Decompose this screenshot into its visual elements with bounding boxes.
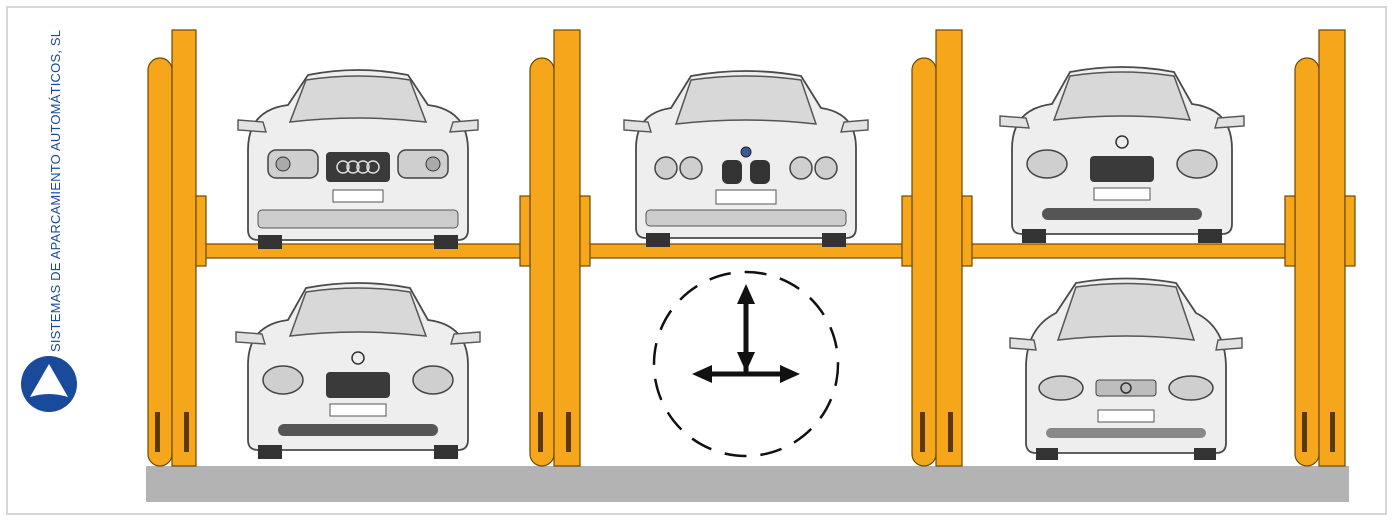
floor-slab <box>146 466 1349 502</box>
car-bmw-front <box>624 71 868 247</box>
platform-bay-3 <box>968 244 1296 258</box>
platform-bay-2 <box>587 244 913 258</box>
move-arrows-icon <box>654 272 838 456</box>
upper-platforms <box>205 244 1296 258</box>
car-mercedes-c-front-lower <box>236 283 480 459</box>
column-4 <box>1285 30 1355 466</box>
column-1 <box>148 30 206 466</box>
column-3 <box>902 30 972 466</box>
column-2 <box>520 30 590 466</box>
car-mercedes-c-front <box>1000 67 1244 243</box>
car-mercedes-a-front <box>1010 279 1242 461</box>
car-audi-front <box>238 70 478 249</box>
platform-bay-1 <box>205 244 531 258</box>
